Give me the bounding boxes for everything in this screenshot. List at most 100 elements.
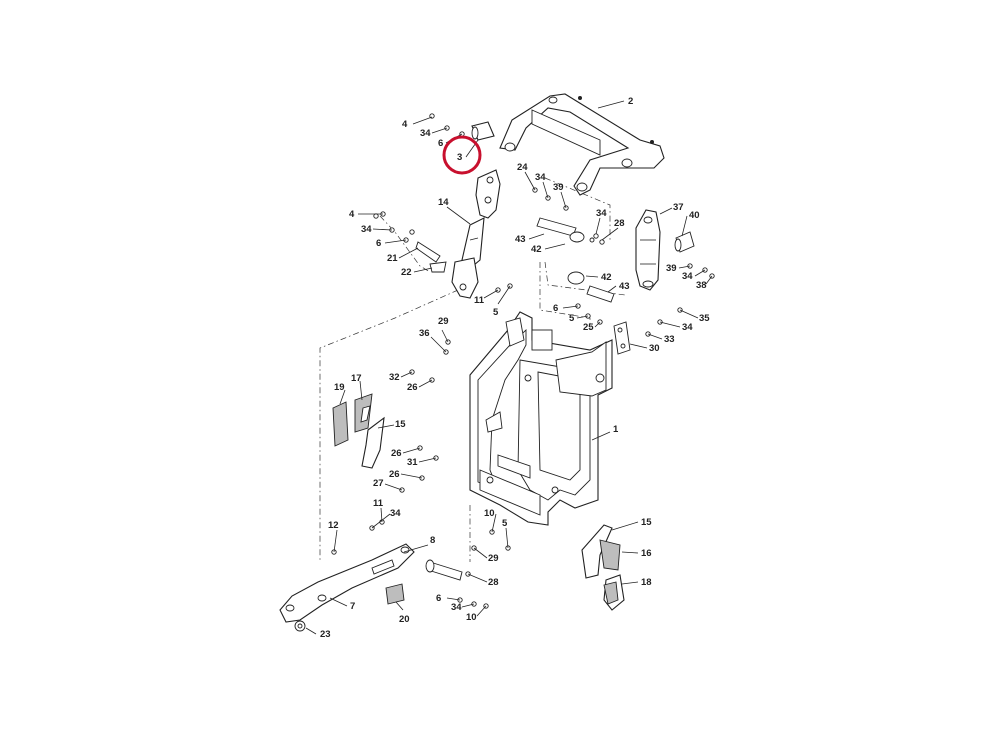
leader-line (629, 343, 648, 349)
callout-3-highlight-ring (442, 135, 482, 175)
leader-line (576, 315, 589, 319)
callout-25[interactable]: 25 (583, 322, 594, 333)
leader-line (418, 457, 437, 463)
callout-16[interactable]: 16 (641, 548, 652, 559)
callout-4[interactable]: 4 (349, 209, 355, 220)
callout-34[interactable]: 34 (535, 172, 546, 183)
callout-39[interactable]: 39 (553, 182, 564, 193)
callout-38[interactable]: 38 (696, 280, 707, 291)
leader-line (611, 521, 639, 531)
callout-12[interactable]: 12 (328, 520, 339, 531)
leader-line (467, 573, 488, 583)
leader-line (591, 431, 611, 441)
callout-39[interactable]: 39 (666, 263, 677, 274)
callout-labels: 2 4 34 6 3 24 34 39 14 4 34 6 21 22 34 2… (320, 96, 710, 640)
callout-36[interactable]: 36 (419, 328, 430, 339)
callout-27[interactable]: 27 (373, 478, 384, 489)
callout-6[interactable]: 6 (376, 238, 381, 249)
leader-line (384, 239, 407, 244)
callout-21[interactable]: 21 (387, 253, 398, 264)
leader-line (398, 247, 419, 259)
callout-10[interactable]: 10 (466, 612, 477, 623)
leader-line (461, 603, 475, 608)
callout-34[interactable]: 34 (682, 271, 693, 282)
leader-line (659, 207, 673, 215)
callout-11[interactable]: 11 (373, 498, 384, 509)
leader-line (647, 333, 663, 340)
fastener-bolt (373, 213, 379, 219)
callout-15[interactable]: 15 (395, 419, 406, 430)
callout-5[interactable]: 5 (569, 313, 575, 324)
callout-42[interactable]: 42 (601, 272, 612, 283)
callout-43[interactable]: 43 (619, 281, 630, 292)
wear-strips-left (332, 393, 385, 469)
callout-5[interactable]: 5 (502, 518, 508, 529)
callout-30[interactable]: 30 (649, 343, 660, 354)
fastener-bolt (599, 239, 605, 245)
callout-22[interactable]: 22 (401, 267, 412, 278)
callout-23[interactable]: 23 (320, 629, 331, 640)
callout-24[interactable]: 24 (517, 162, 528, 173)
callout-40[interactable]: 40 (689, 210, 700, 221)
leader-line (597, 100, 625, 109)
leader-line (497, 285, 511, 305)
callout-18[interactable]: 18 (641, 577, 652, 588)
callout-26[interactable]: 26 (389, 469, 400, 480)
leader-line (380, 507, 383, 523)
leader-line (601, 227, 619, 241)
leader-line (562, 305, 579, 309)
leader-line (505, 527, 509, 549)
callout-19[interactable]: 19 (334, 382, 345, 393)
callout-34[interactable]: 34 (390, 508, 401, 519)
callout-34[interactable]: 34 (451, 602, 462, 613)
callout-14[interactable]: 14 (438, 197, 449, 208)
leader-line (544, 243, 566, 250)
callout-34[interactable]: 34 (361, 224, 372, 235)
callout-34[interactable]: 34 (682, 322, 693, 333)
callout-34[interactable]: 34 (596, 208, 607, 219)
callout-43[interactable]: 43 (515, 234, 526, 245)
callout-28[interactable]: 28 (614, 218, 625, 229)
leader-line (305, 627, 317, 635)
callout-34[interactable]: 34 (420, 128, 431, 139)
leader-line (681, 215, 688, 237)
callout-7[interactable]: 7 (350, 601, 355, 612)
leader-line (384, 483, 403, 491)
callout-29[interactable]: 29 (438, 316, 449, 327)
leader-line (412, 116, 433, 125)
callout-1[interactable]: 1 (613, 424, 619, 435)
callout-15[interactable]: 15 (641, 517, 652, 528)
callout-32[interactable]: 32 (389, 372, 400, 383)
callout-29[interactable]: 29 (488, 553, 499, 564)
callout-10[interactable]: 10 (484, 508, 495, 519)
callout-37[interactable]: 37 (673, 202, 684, 213)
leader-line (679, 309, 699, 319)
callout-6[interactable]: 6 (553, 303, 558, 314)
callout-5[interactable]: 5 (493, 307, 499, 318)
pin-and-clip (415, 241, 447, 273)
callout-2[interactable]: 2 (628, 96, 633, 107)
leader-line (594, 321, 601, 328)
leader-line (329, 597, 348, 607)
callout-17[interactable]: 17 (351, 373, 362, 384)
adjusting-link (451, 169, 501, 299)
callout-28[interactable]: 28 (488, 577, 499, 588)
leader-line (430, 336, 447, 353)
leader-line (528, 233, 545, 240)
leader-line (446, 206, 471, 225)
callout-3[interactable]: 3 (457, 152, 462, 163)
callout-33[interactable]: 33 (664, 334, 675, 345)
callout-6[interactable]: 6 (436, 593, 441, 604)
callout-26[interactable]: 26 (391, 448, 402, 459)
leader-line (377, 424, 395, 429)
callout-8[interactable]: 8 (430, 535, 435, 546)
callout-31[interactable]: 31 (407, 457, 418, 468)
callout-26[interactable]: 26 (407, 382, 418, 393)
callout-20[interactable]: 20 (399, 614, 410, 625)
callout-4[interactable]: 4 (402, 119, 408, 130)
callout-11[interactable]: 11 (474, 295, 485, 306)
callout-42[interactable]: 42 (531, 244, 542, 255)
callout-35[interactable]: 35 (699, 313, 710, 324)
callout-6[interactable]: 6 (438, 138, 443, 149)
